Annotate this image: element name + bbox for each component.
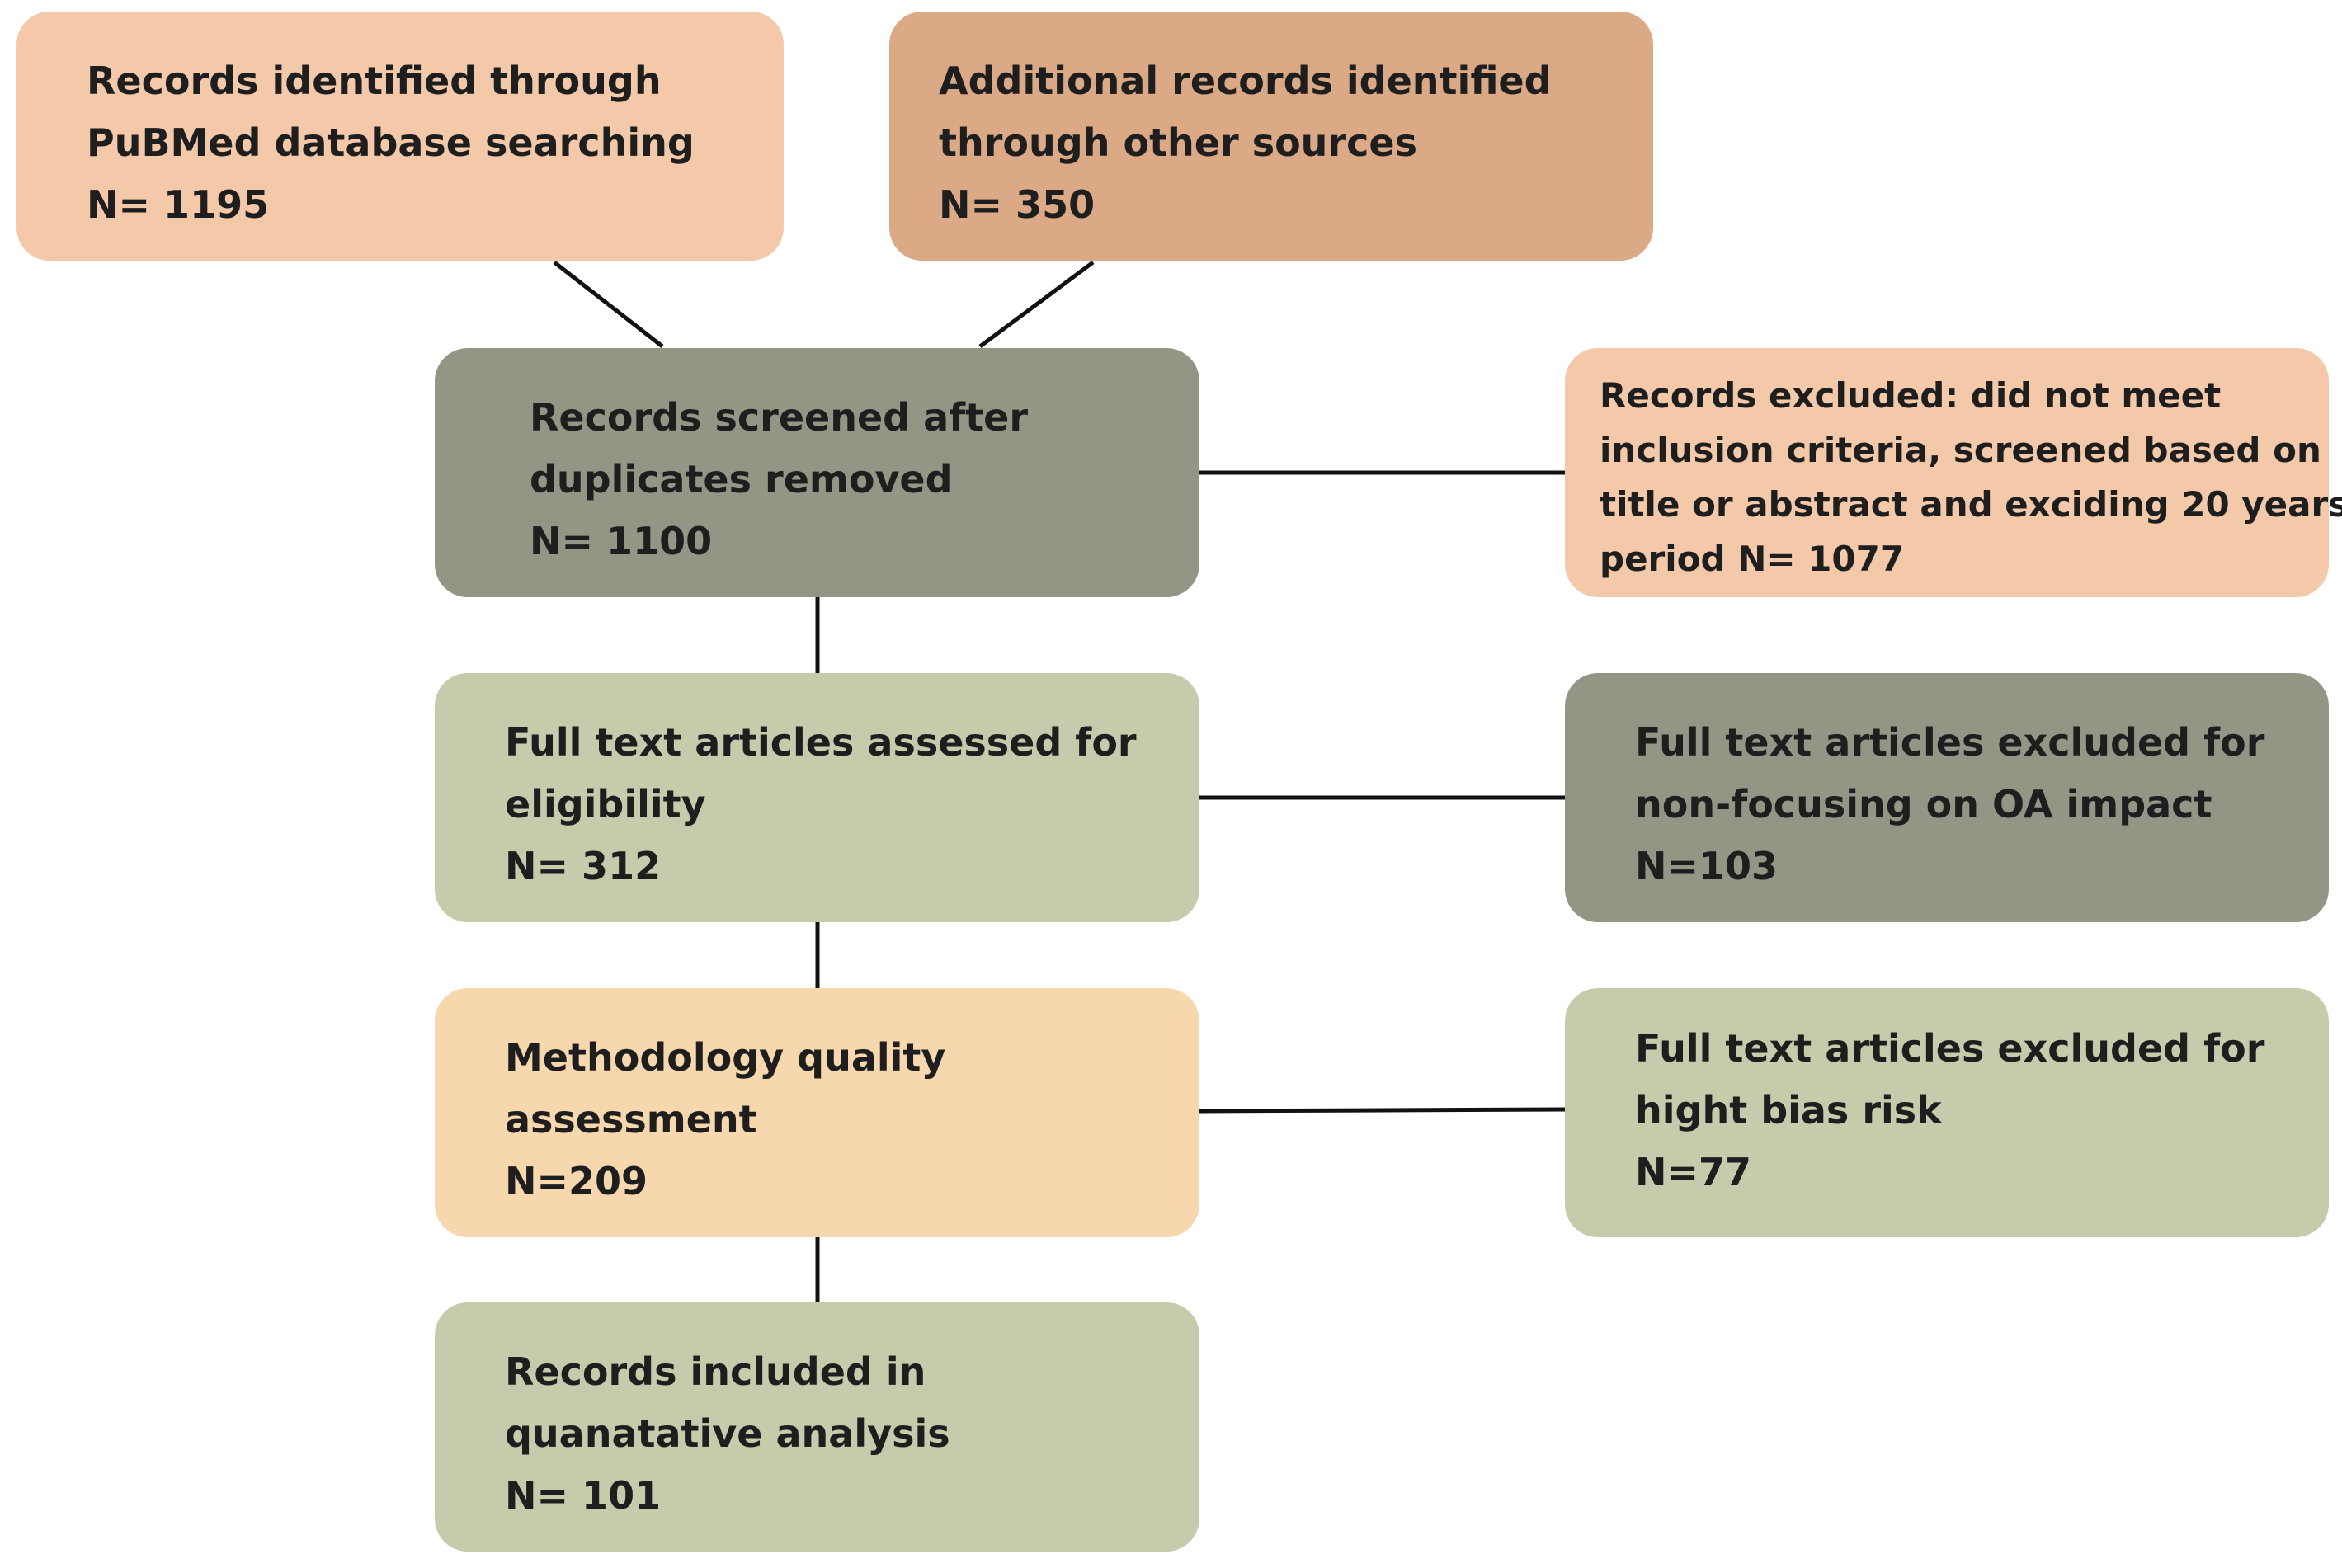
included-records-box: Records included in quanatative analysis… bbox=[435, 1302, 1199, 1552]
excluded-bias-count: N=77 bbox=[1635, 1150, 1752, 1194]
screened-line-2: duplicates removed bbox=[530, 457, 953, 501]
excluded-screening-box: Records excluded: did not meet inclusion… bbox=[1565, 348, 2342, 597]
connector-other-to-screened bbox=[978, 260, 1095, 349]
methodology-count: N=209 bbox=[505, 1159, 648, 1203]
other-sources-count: N= 350 bbox=[939, 182, 1096, 227]
excluded-focus-line-1: Full text articles excluded for bbox=[1635, 720, 2265, 765]
screened-records-box: Records screened after duplicates remove… bbox=[435, 348, 1199, 597]
excluded-bias-line-1: Full text articles excluded for bbox=[1635, 1026, 2265, 1071]
connector-pubmed-to-screened bbox=[553, 261, 664, 348]
excluded-bias-box: Full text articles excluded for hight bi… bbox=[1565, 988, 2329, 1237]
excluded-focus-count: N=103 bbox=[1635, 844, 1779, 888]
included-count: N= 101 bbox=[505, 1473, 662, 1518]
methodology-line-1: Methodology quality bbox=[505, 1035, 946, 1080]
methodology-assessment-box: Methodology quality assessment N=209 bbox=[435, 988, 1199, 1237]
fulltext-line-1: Full text articles assessed for bbox=[505, 720, 1137, 765]
included-line-1: Records included in bbox=[505, 1349, 926, 1394]
other-sources-line-2: through other sources bbox=[939, 120, 1417, 165]
included-line-2: quanatative analysis bbox=[505, 1411, 950, 1456]
pubmed-line-1: Records identified through bbox=[87, 59, 662, 103]
other-sources-line-1: Additional records identified bbox=[939, 59, 1552, 103]
other-sources-box: Additional records identified through ot… bbox=[889, 12, 1653, 261]
pubmed-count: N= 1195 bbox=[87, 182, 270, 227]
methodology-line-2: assessment bbox=[505, 1097, 757, 1142]
excluded-screening-line-4: period N= 1077 bbox=[1600, 539, 1905, 579]
fulltext-assessed-box: Full text articles assessed for eligibil… bbox=[435, 673, 1199, 922]
connector-methodology-to-excluded bbox=[1199, 1107, 1566, 1114]
excluded-focus-line-2: non-focusing on OA impact bbox=[1635, 782, 2212, 826]
excluded-screening-line-3: title or abstract and exciding 20 years bbox=[1600, 484, 2342, 525]
excluded-screening-line-2: inclusion criteria, screened based on bbox=[1600, 430, 2321, 470]
excluded-bias-line-2: hight bias risk bbox=[1635, 1088, 1942, 1132]
fulltext-count: N= 312 bbox=[505, 844, 662, 888]
screened-count: N= 1100 bbox=[530, 519, 713, 563]
fulltext-line-2: eligibility bbox=[505, 782, 706, 826]
excluded-screening-line-1: Records excluded: did not meet bbox=[1600, 375, 2222, 416]
pubmed-line-2: PuBMed database searching bbox=[87, 120, 695, 165]
screened-line-1: Records screened after bbox=[530, 395, 1029, 440]
pubmed-records-box: Records identified through PuBMed databa… bbox=[16, 12, 784, 261]
excluded-focus-box: Full text articles excluded for non-focu… bbox=[1565, 673, 2329, 922]
